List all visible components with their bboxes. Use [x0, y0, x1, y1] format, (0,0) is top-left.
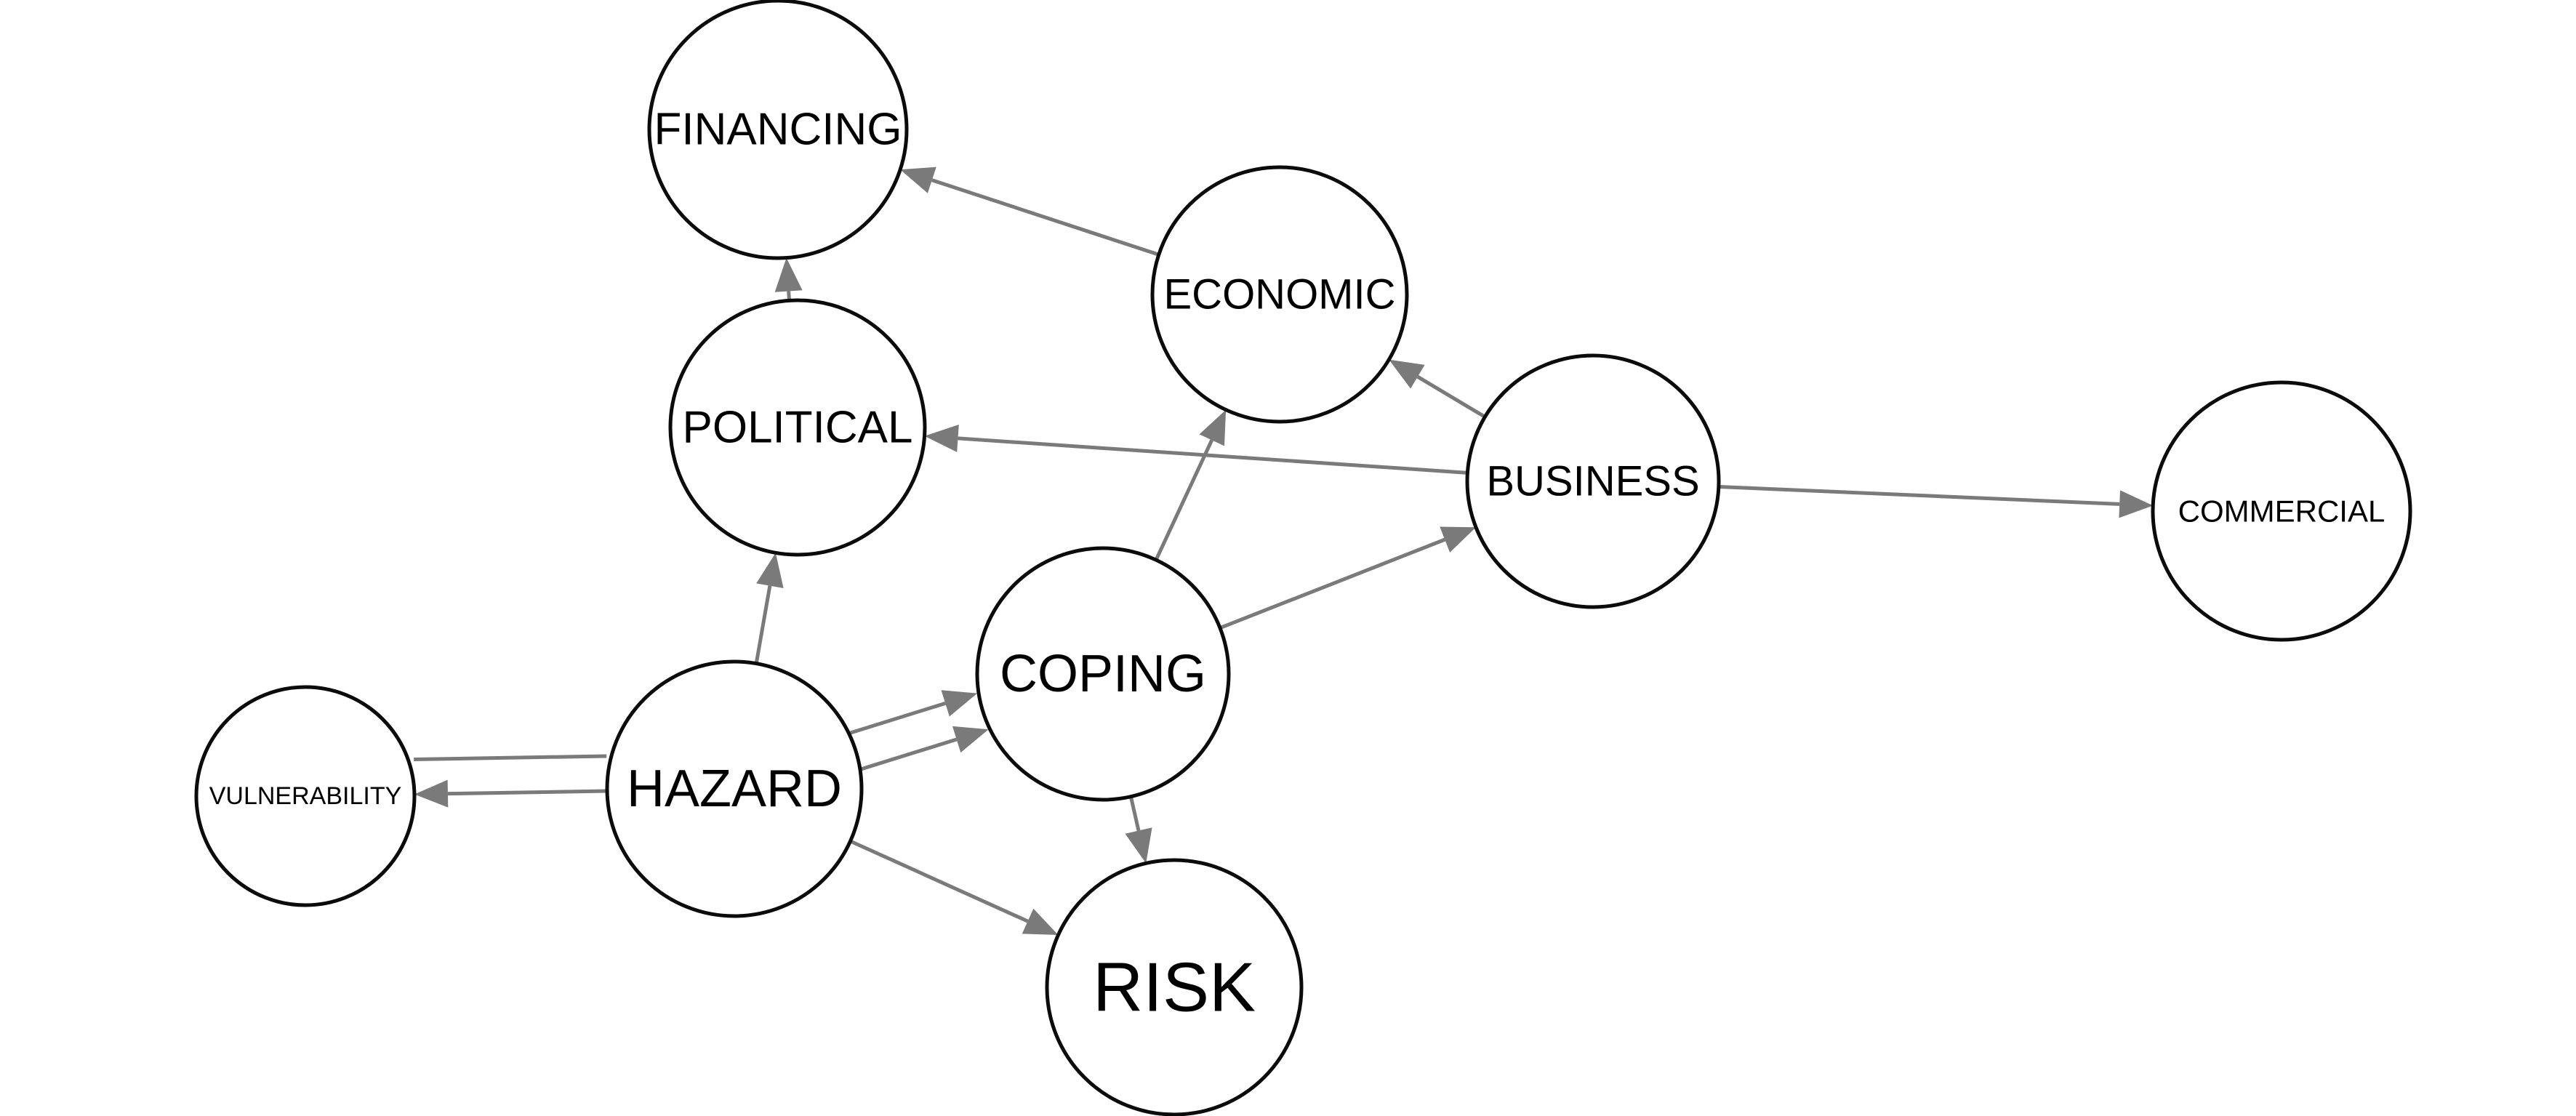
- node-label-hazard: HAZARD: [627, 760, 842, 818]
- node-label-financing: FINANCING: [654, 105, 902, 155]
- graph-edge: [900, 166, 1160, 257]
- graph-node-vulnerability[interactable]: VULNERABILITY: [194, 685, 417, 907]
- edge-arrowhead-icon: [1440, 526, 1476, 553]
- node-circle-commercial[interactable]: [2151, 380, 2412, 642]
- node-circle-coping[interactable]: [975, 546, 1231, 802]
- node-label-coping: COPING: [1000, 645, 1206, 703]
- edge-arrowhead-icon: [900, 166, 936, 193]
- graph-edge: [1389, 359, 1486, 419]
- edge-line: [1718, 484, 2120, 506]
- edge-arrowhead-icon: [924, 424, 959, 452]
- edge-arrowhead-icon: [2119, 490, 2154, 518]
- graph-edge: [849, 690, 978, 735]
- graph-edge: [861, 726, 989, 771]
- edge-line: [754, 585, 772, 665]
- edge-line: [1219, 537, 1446, 630]
- edge-line: [414, 754, 607, 761]
- node-circle-business[interactable]: [1465, 353, 1721, 609]
- edge-layer: [414, 166, 2154, 936]
- edge-line: [447, 789, 608, 796]
- graph-node-risk[interactable]: RISK: [1045, 858, 1304, 1116]
- edge-arrowhead-icon: [1199, 409, 1227, 446]
- edge-line: [958, 436, 1468, 475]
- graph-edge: [774, 257, 803, 301]
- edge-arrowhead-icon: [1022, 908, 1059, 936]
- edge-line: [1128, 796, 1141, 832]
- graph-node-political[interactable]: POLITICAL: [668, 298, 927, 557]
- node-label-risk: RISK: [1093, 949, 1256, 1027]
- graph-edge: [1718, 484, 2154, 518]
- edge-arrowhead-icon: [1125, 827, 1152, 864]
- node-circle-hazard[interactable]: [605, 659, 864, 918]
- edge-line: [931, 178, 1160, 257]
- graph-node-commercial[interactable]: COMMERCIAL: [2151, 380, 2412, 642]
- graph-edge: [849, 839, 1059, 936]
- graph-edge: [754, 553, 784, 665]
- node-label-business: BUSINESS: [1486, 458, 1699, 505]
- node-circle-risk[interactable]: [1045, 858, 1304, 1116]
- graph-edge: [924, 424, 1468, 475]
- edge-arrowhead-icon: [952, 726, 989, 753]
- node-layer: FINANCING POLITICAL ECONOMIC BUSINESS COMMER…: [194, 0, 2412, 1116]
- node-label-commercial: COMMERCIAL: [2178, 494, 2386, 529]
- edge-line: [849, 839, 1029, 923]
- graph-node-hazard[interactable]: HAZARD: [605, 659, 864, 918]
- node-label-economic: ECONOMIC: [1164, 271, 1396, 318]
- edge-arrowhead-icon: [756, 553, 784, 588]
- edge-line: [1154, 439, 1213, 561]
- graph-edge: [1154, 409, 1227, 561]
- node-label-vulnerability: VULNERABILITY: [209, 782, 402, 810]
- edge-line: [849, 701, 946, 735]
- edge-arrowhead-icon: [1389, 359, 1425, 389]
- graph-edge: [414, 754, 607, 761]
- graph-node-economic[interactable]: ECONOMIC: [1150, 165, 1409, 424]
- node-circle-political[interactable]: [668, 298, 927, 557]
- edge-arrowhead-icon: [774, 257, 803, 292]
- edge-line: [861, 737, 958, 771]
- node-circle-vulnerability[interactable]: [194, 685, 417, 907]
- graph-edge: [1125, 796, 1152, 864]
- edge-arrowhead-icon: [941, 690, 978, 717]
- graph-node-financing[interactable]: FINANCING: [647, 0, 909, 260]
- graph-node-business[interactable]: BUSINESS: [1465, 353, 1721, 609]
- edge-line: [1416, 375, 1486, 419]
- node-label-political: POLITICAL: [683, 403, 913, 453]
- node-circle-economic[interactable]: [1150, 165, 1409, 424]
- graph-edge: [414, 779, 608, 808]
- graph-node-coping[interactable]: COPING: [975, 546, 1231, 802]
- graph-edge: [1219, 526, 1476, 630]
- node-circle-financing[interactable]: [647, 0, 909, 260]
- edge-arrowhead-icon: [414, 779, 449, 808]
